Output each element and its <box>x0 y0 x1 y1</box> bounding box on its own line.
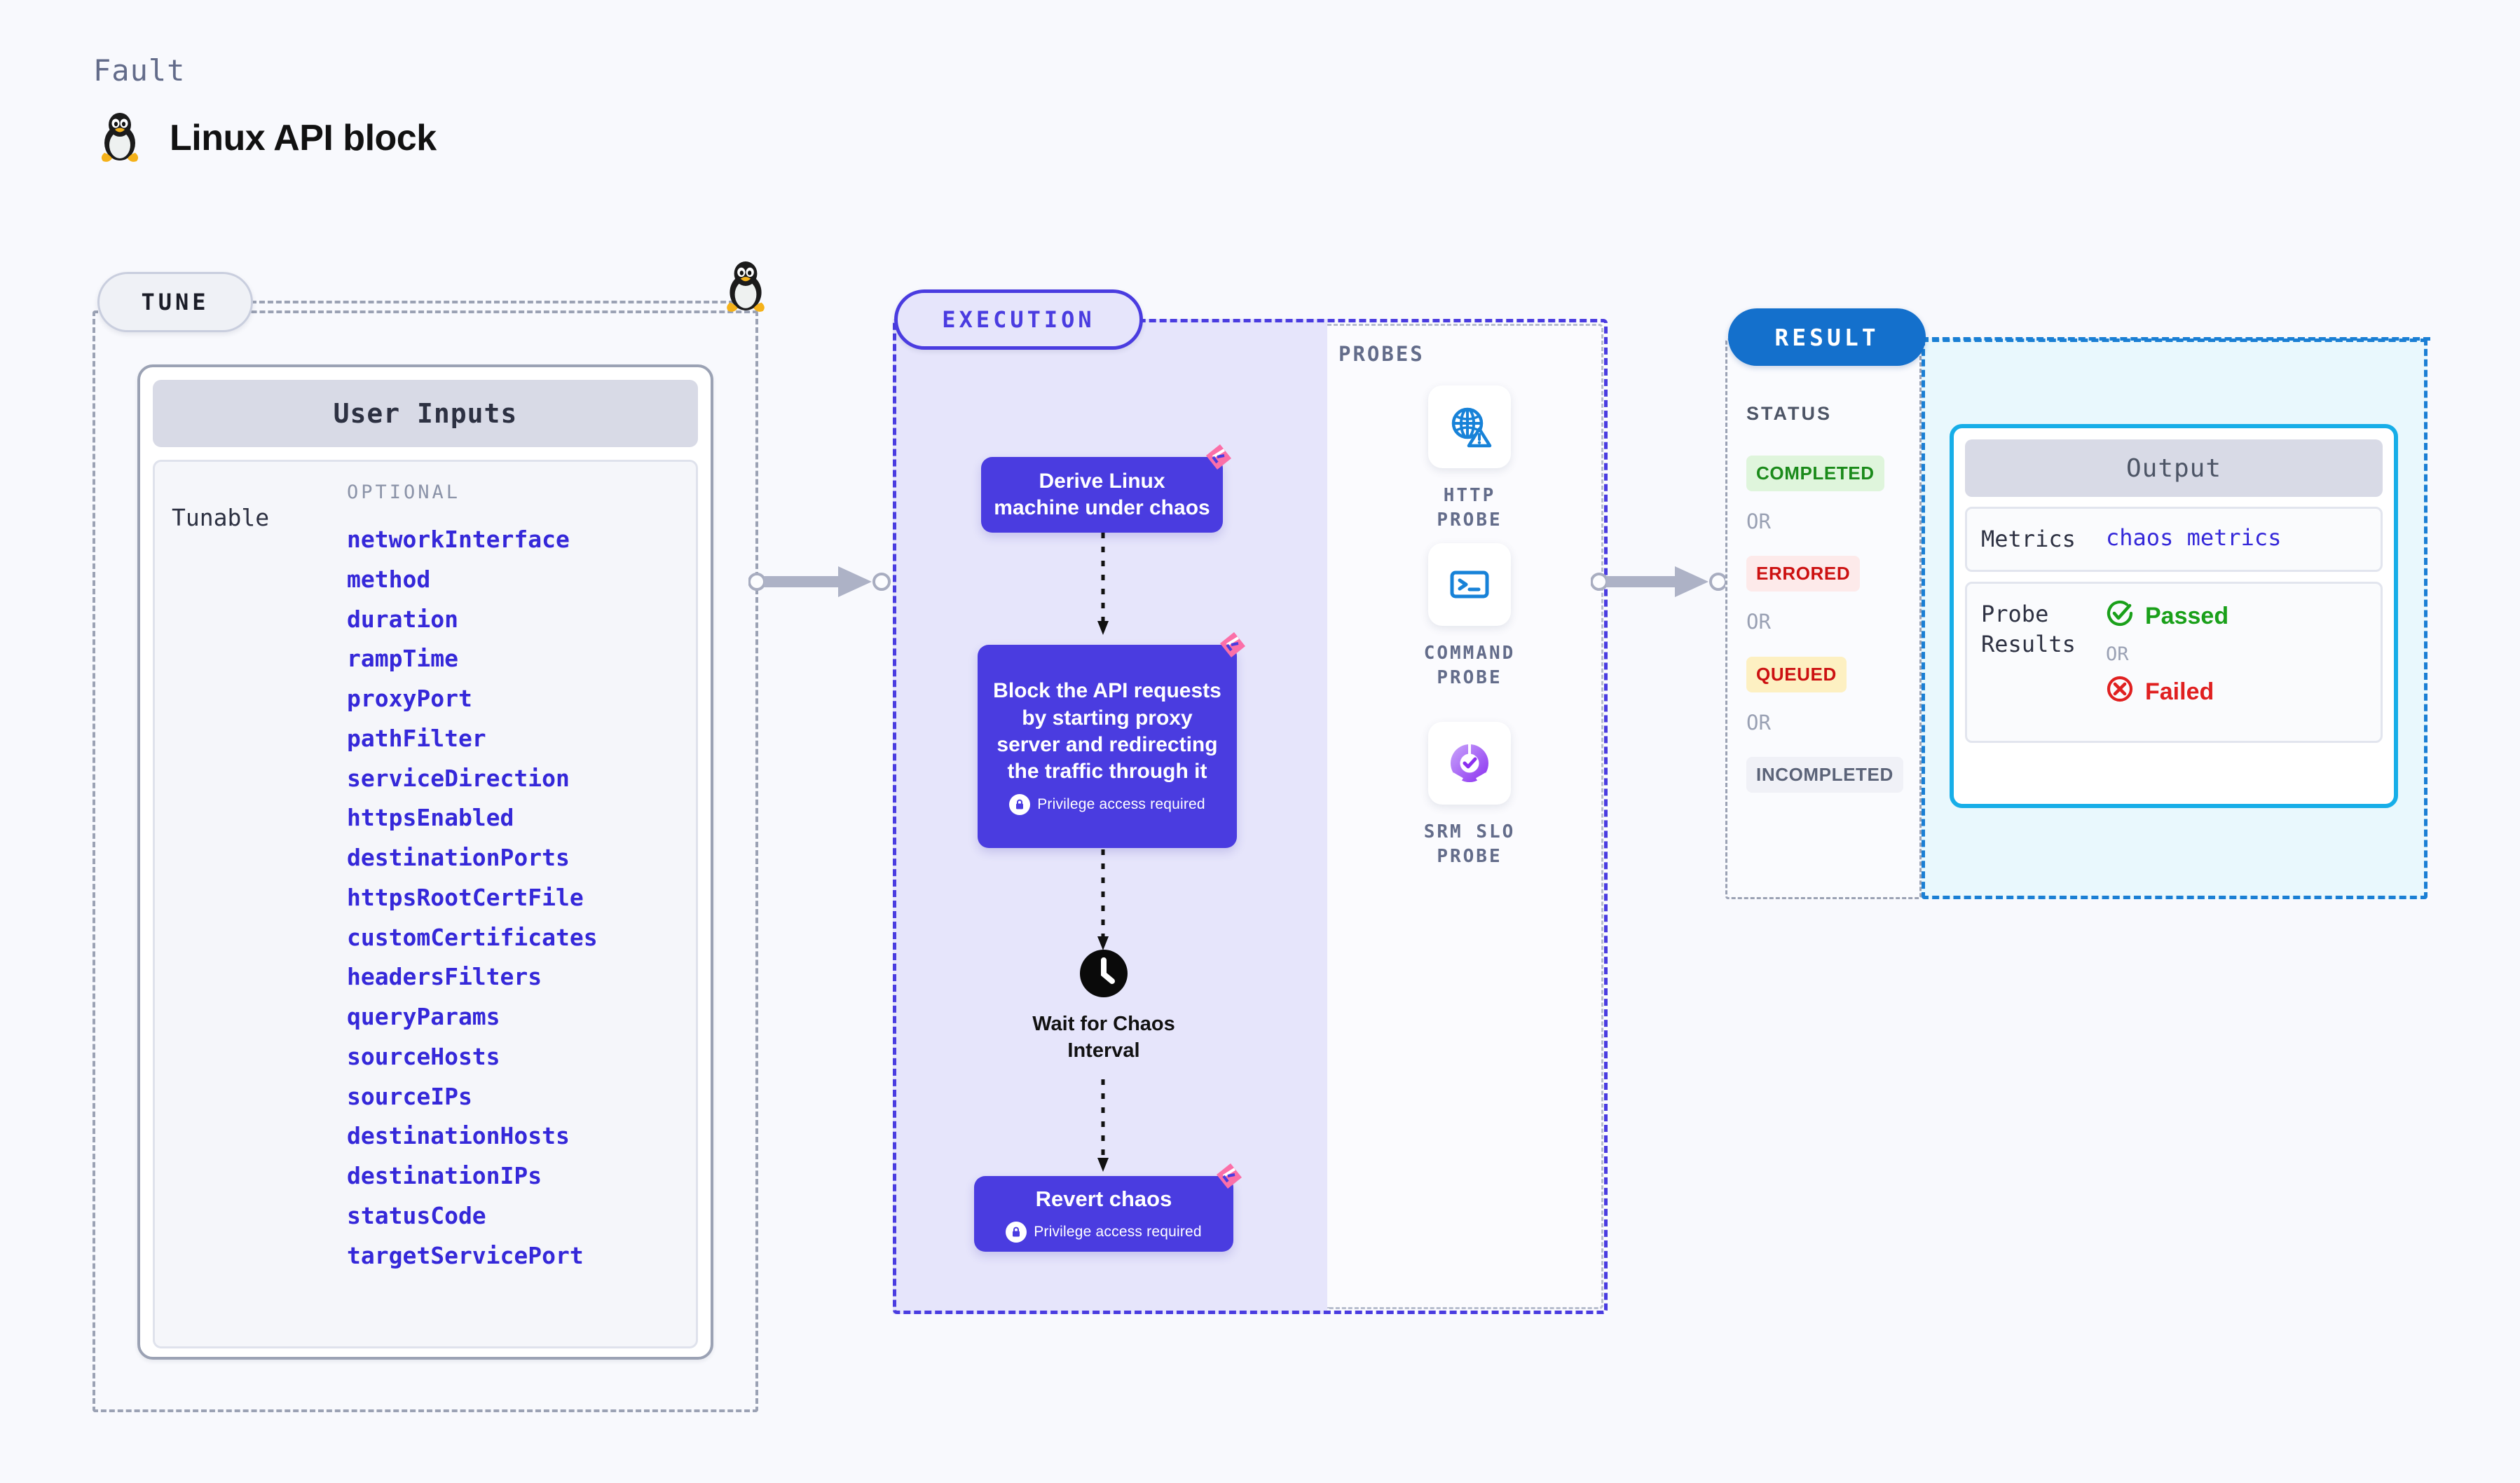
user-inputs-header: User Inputs <box>153 380 698 447</box>
execution-pill[interactable]: EXECUTION <box>894 289 1143 350</box>
optional-label: OPTIONAL <box>347 481 461 503</box>
tunable-param[interactable]: headersFilters <box>347 963 542 991</box>
tunable-param[interactable]: sourceHosts <box>347 1042 500 1070</box>
slo-donut-check-icon <box>1428 722 1511 805</box>
tunable-param[interactable]: statusCode <box>347 1201 486 1229</box>
chaos-ribbon-icon <box>1217 629 1248 664</box>
tunable-param[interactable]: destinationHosts <box>347 1122 570 1150</box>
tunable-param[interactable]: destinationPorts <box>347 844 570 871</box>
probe-srm-slo[interactable]: SRM SLO PROBE <box>1417 722 1522 869</box>
connector-1 <box>1097 533 1109 635</box>
tunable-param[interactable]: pathFilter <box>347 724 486 752</box>
execution-node-label: Derive Linux machine under chaos <box>994 469 1210 519</box>
result-pill[interactable]: RESULT <box>1728 308 1926 366</box>
probe-command[interactable]: COMMAND PROBE <box>1417 543 1522 690</box>
tunable-param[interactable]: httpsEnabled <box>347 804 514 832</box>
tunable-param[interactable]: sourceIPs <box>347 1082 472 1110</box>
probe-label: COMMAND PROBE <box>1423 643 1516 689</box>
tunable-param[interactable]: proxyPort <box>347 685 472 712</box>
arrow-execution-to-result <box>1590 561 1741 606</box>
connector-2 <box>1097 849 1109 950</box>
clock-icon <box>1078 948 1130 1003</box>
probes-inner-divider <box>1327 324 1603 1309</box>
lock-icon <box>1006 1221 1027 1243</box>
terminal-icon <box>1428 543 1511 626</box>
execution-region <box>893 319 1608 1314</box>
linux-penguin-icon <box>98 112 142 164</box>
probe-result-failed-label: Failed <box>2145 678 2214 706</box>
tunable-param[interactable]: destinationIPs <box>347 1162 542 1189</box>
status-or-2: OR <box>1746 610 1771 634</box>
execution-node-block-api[interactable]: Block the API requests by starting proxy… <box>978 632 1245 848</box>
fault-kicker: Fault <box>93 53 186 88</box>
tunable-param[interactable]: serviceDirection <box>347 764 570 792</box>
status-badge-completed: COMPLETED <box>1746 456 1884 491</box>
probe-result-failed: Failed <box>2106 675 2228 709</box>
connector-3 <box>1097 1079 1109 1172</box>
probe-result-passed-label: Passed <box>2145 603 2229 630</box>
chaos-ribbon-icon <box>1214 1161 1245 1195</box>
tunable-param[interactable]: duration <box>347 605 458 633</box>
result-status-region <box>1725 339 1922 899</box>
tunable-param[interactable]: targetServicePort <box>347 1241 584 1269</box>
result-top-dashed-line <box>1922 337 2430 341</box>
tune-linux-penguin-icon <box>723 261 768 317</box>
output-metrics-row: Metrics chaos metrics <box>1965 507 2383 573</box>
tune-region <box>93 310 758 1412</box>
tunable-param[interactable]: networkInterface <box>347 526 570 553</box>
status-or-3: OR <box>1746 711 1771 734</box>
output-metrics-key: Metrics <box>1981 526 2076 552</box>
execution-node-label: Block the API requests by starting proxy… <box>993 679 1221 784</box>
probes-background <box>1327 319 1608 1314</box>
probe-label: HTTP PROBE <box>1437 485 1502 531</box>
status-or-1: OR <box>1746 510 1771 533</box>
tunable-param[interactable]: httpsRootCertFile <box>347 883 584 911</box>
tunable-param[interactable]: queryParams <box>347 1003 500 1030</box>
probes-title: PROBES <box>1338 342 1425 366</box>
execution-node-derive-machine[interactable]: Derive Linux machine under chaos <box>981 444 1231 533</box>
user-inputs-card: User Inputs Tunable OPTIONAL networkInte… <box>137 364 713 1360</box>
x-circle-icon <box>2106 675 2134 709</box>
tune-pill[interactable]: TUNE <box>97 272 253 332</box>
execution-node-label: Revert chaos <box>1035 1187 1172 1212</box>
wait-node-label: Wait for Chaos Interval <box>1032 1013 1175 1062</box>
status-badge-incompleted: INCOMPLETED <box>1746 757 1903 793</box>
tune-top-dashed-line <box>251 301 751 303</box>
execution-node-revert-chaos[interactable]: Revert chaos Privilege access required <box>974 1163 1242 1252</box>
lock-icon <box>1009 793 1031 815</box>
output-header: Output <box>1965 439 2383 497</box>
wait-for-chaos-interval-node: Wait for Chaos Interval <box>1020 948 1188 1064</box>
status-badge-queued: QUEUED <box>1746 657 1847 692</box>
status-badge-errored: ERRORED <box>1746 556 1861 592</box>
tunable-param[interactable]: customCertificates <box>347 923 598 951</box>
tunable-param[interactable]: method <box>347 565 431 593</box>
probe-label: SRM SLO PROBE <box>1423 821 1516 868</box>
probe-http[interactable]: HTTP PROBE <box>1417 385 1522 533</box>
output-metrics-value[interactable]: chaos metrics <box>2106 524 2282 551</box>
user-inputs-body: Tunable OPTIONAL networkInterface method d… <box>153 460 698 1348</box>
privilege-note: Privilege access required <box>1009 793 1205 815</box>
page-title: Linux API block <box>170 118 437 158</box>
globe-warning-icon <box>1428 385 1511 468</box>
fault-title-row: Linux API block <box>98 112 437 164</box>
privilege-note-label: Privilege access required <box>1037 795 1205 812</box>
tunable-label: Tunable <box>172 504 270 531</box>
probe-result-passed: Passed <box>2106 599 2228 634</box>
privilege-note: Privilege access required <box>1006 1221 1202 1243</box>
status-title: STATUS <box>1746 403 1832 424</box>
probe-result-or: OR <box>2106 643 2129 666</box>
chaos-ribbon-icon <box>1203 442 1234 476</box>
privilege-note-label: Privilege access required <box>1034 1223 1202 1240</box>
tunable-param-list: networkInterface method duration rampTime pr… <box>347 520 679 1276</box>
check-circle-icon <box>2106 599 2134 634</box>
tunable-param[interactable]: rampTime <box>347 645 458 673</box>
arrow-tune-to-execution <box>748 561 903 606</box>
